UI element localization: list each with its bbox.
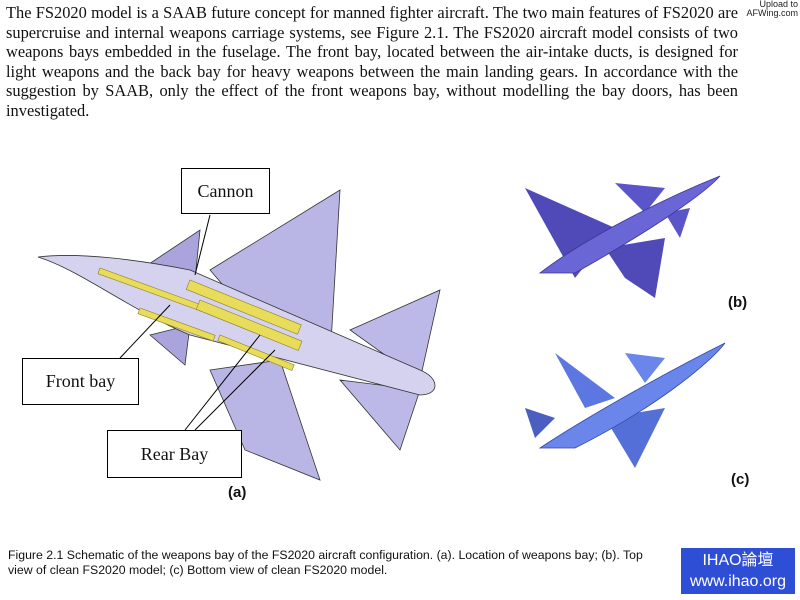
weapons-bays (97, 267, 303, 371)
watermark-line: IHAO論壇 (702, 552, 774, 569)
body-paragraph: The FS2020 model is a SAAB future concep… (6, 3, 738, 120)
aircraft-top-view-b (525, 175, 721, 298)
watermark-line: Upload to (759, 0, 798, 9)
subfigure-label-a: (a) (228, 484, 247, 501)
subfigure-label-b: (b) (728, 294, 748, 311)
tail-lower (339, 379, 421, 451)
label-cannon: Cannon (181, 168, 270, 214)
subfigure-label-c: (c) (731, 471, 750, 488)
aircraft-schematic-a (37, 189, 441, 481)
label-rear-bay: Rear Bay (107, 430, 242, 478)
wing-lower (209, 359, 321, 481)
aircraft-bottom-view-c (525, 342, 726, 468)
label-front-bay: Front bay (22, 358, 139, 405)
figure-caption: Figure 2.1 Schematic of the weapons bay … (8, 548, 643, 577)
watermark-line: www.ihao.org (689, 573, 787, 590)
leader-lines (119, 214, 276, 431)
watermark-line: AFWing.com (746, 8, 798, 18)
site-watermark: IHAO論壇 www.ihao.org (681, 548, 795, 594)
canard-lower (149, 324, 191, 366)
